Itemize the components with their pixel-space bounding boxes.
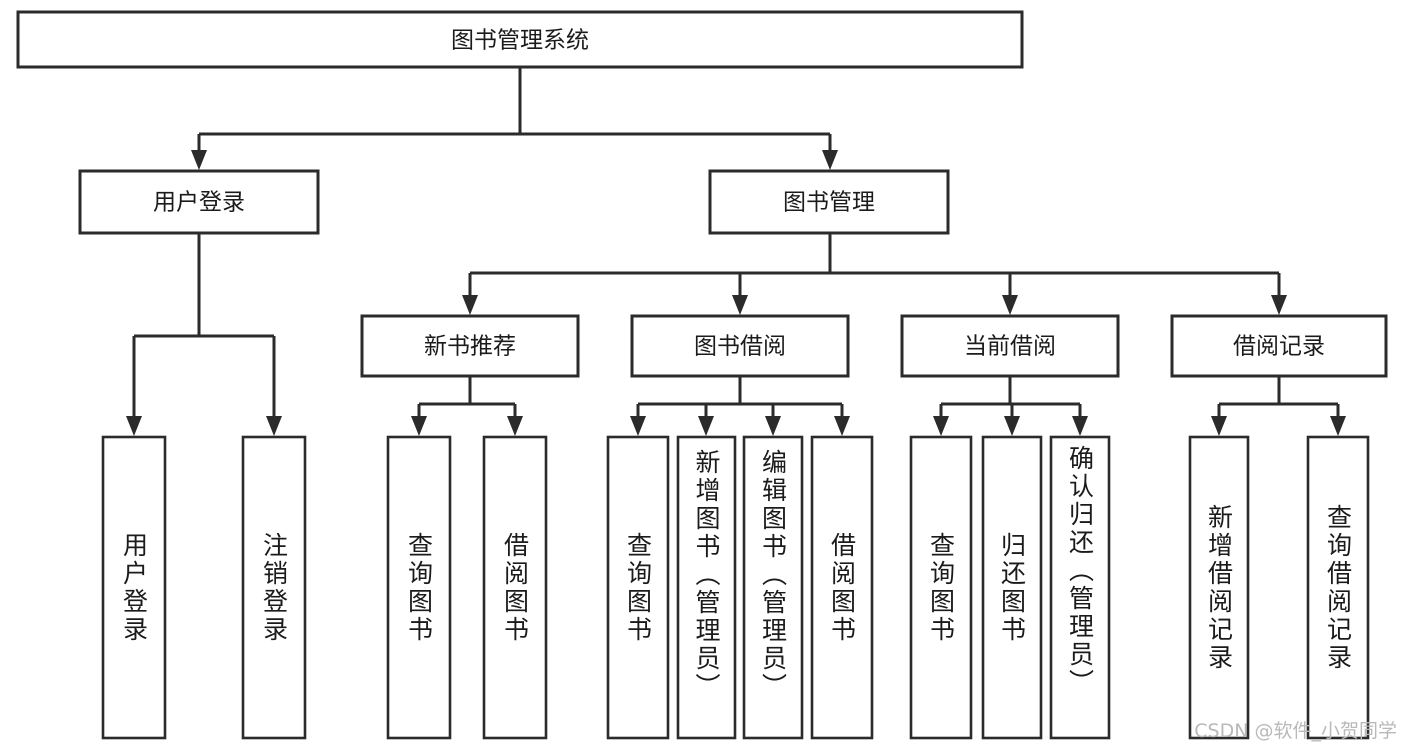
node-root[interactable]: 图书管理系统 — [16, 10, 1024, 69]
connector-root-to-level2 — [191, 67, 838, 170]
node-user-login-label: 用户登录 — [153, 190, 245, 216]
leaf-box[interactable] — [742, 435, 804, 740]
leaf-box[interactable] — [482, 435, 548, 740]
node-book-management-label: 图书管理 — [783, 190, 875, 216]
leaf-box[interactable] — [810, 435, 874, 740]
leaf-box[interactable] — [606, 435, 670, 740]
node-current-borrow[interactable]: 当前借阅 — [900, 314, 1120, 378]
connector-bookmgmt-to-level3 — [462, 233, 1287, 315]
node-root-label: 图书管理系统 — [451, 28, 589, 54]
leaf-box[interactable] — [241, 435, 307, 740]
leaf-box[interactable] — [981, 435, 1043, 740]
leaf-box[interactable] — [1188, 435, 1250, 740]
node-book-borrow-label: 图书借阅 — [694, 334, 786, 360]
leaf-box[interactable] — [676, 435, 737, 740]
node-new-book-recommend-label: 新书推荐 — [424, 334, 516, 360]
node-borrow-records[interactable]: 借阅记录 — [1170, 314, 1388, 378]
leaf-box[interactable] — [909, 435, 973, 740]
leaf-box[interactable] — [101, 435, 167, 740]
node-book-borrow[interactable]: 图书借阅 — [630, 314, 850, 378]
connector-newbook-to-leaves — [411, 376, 523, 436]
connector-borrow-to-leaves — [630, 376, 850, 436]
node-current-borrow-label: 当前借阅 — [964, 334, 1056, 360]
node-new-book-recommend[interactable]: 新书推荐 — [360, 314, 580, 378]
node-borrow-records-label: 借阅记录 — [1233, 334, 1325, 360]
connector-records-to-leaves — [1211, 376, 1346, 436]
leaf-box[interactable] — [386, 435, 452, 740]
node-book-management[interactable]: 图书管理 — [708, 169, 950, 235]
leaf-boxes — [101, 435, 1370, 740]
connector-userlogin-to-leaves — [126, 233, 282, 436]
leaf-box[interactable] — [1306, 435, 1370, 740]
csdn-watermark: CSDN @软件_小贺同学 — [1194, 720, 1397, 742]
node-user-login[interactable]: 用户登录 — [78, 169, 320, 235]
connector-current-to-leaves — [933, 376, 1088, 436]
leaf-box[interactable] — [1049, 435, 1111, 740]
